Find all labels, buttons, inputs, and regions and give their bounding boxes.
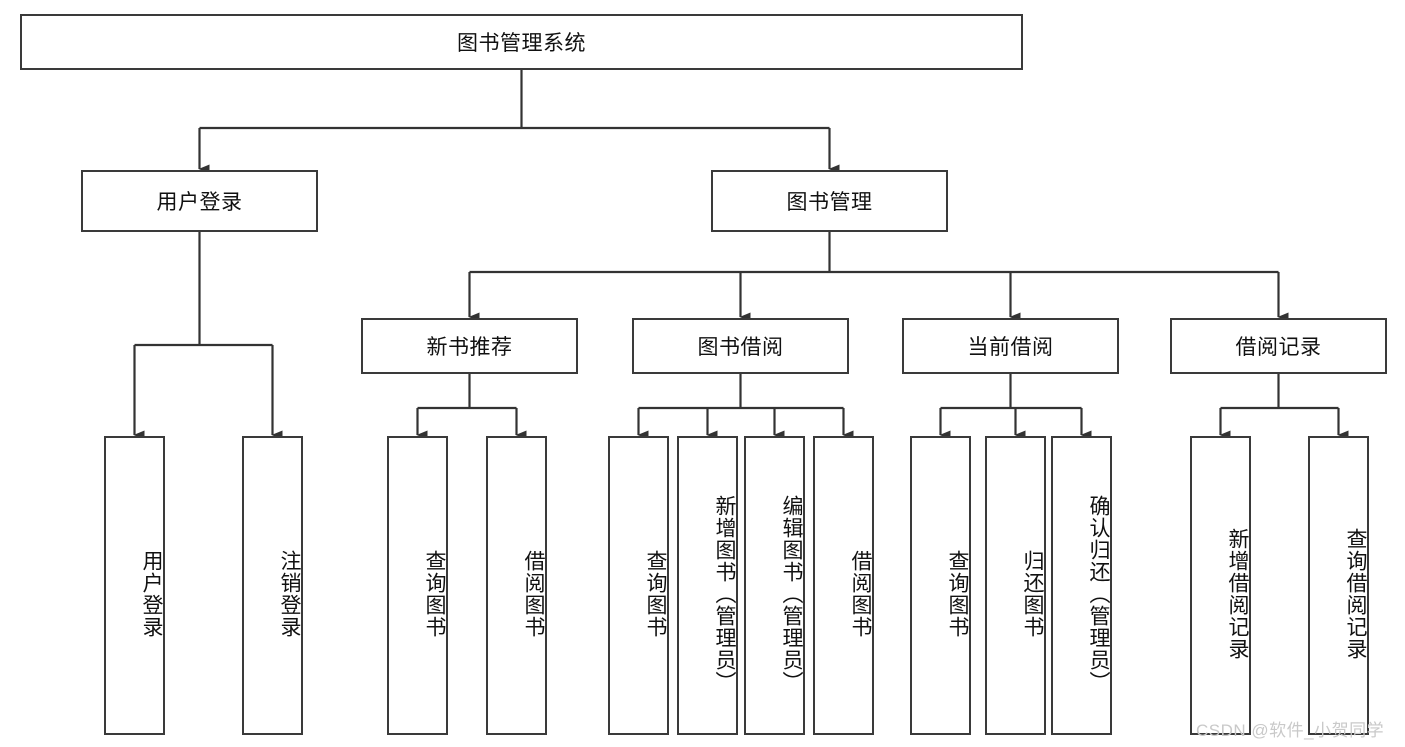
node-label: 当前借阅 (967, 336, 1054, 359)
node-leaf-confirm-return[interactable]: 确认归还（管理员） (1051, 436, 1112, 735)
node-root[interactable]: 图书管理系统 (20, 14, 1023, 70)
node-current-borrow[interactable]: 当前借阅 (902, 318, 1119, 374)
node-new-book-rec[interactable]: 新书推荐 (361, 318, 578, 374)
node-leaf-edit-book[interactable]: 编辑图书（管理员） (744, 436, 805, 735)
node-leaf-add-record[interactable]: 新增借阅记录 (1190, 436, 1251, 735)
node-label: 查询图书 (644, 549, 667, 638)
node-label: 新增借阅记录 (1226, 527, 1249, 660)
node-book-borrow[interactable]: 图书借阅 (632, 318, 849, 374)
node-leaf-query-book-2[interactable]: 查询图书 (608, 436, 669, 735)
node-label: 新增图书（管理员） (713, 494, 736, 693)
node-label: 图书借阅 (697, 336, 784, 359)
node-leaf-query-record[interactable]: 查询借阅记录 (1308, 436, 1369, 735)
node-leaf-add-book[interactable]: 新增图书（管理员） (677, 436, 738, 735)
node-leaf-user-login[interactable]: 用户登录 (104, 436, 165, 735)
node-label: 新书推荐 (426, 336, 513, 359)
node-label: 用户登录 (156, 191, 243, 214)
node-label: 注销登录 (278, 549, 301, 638)
node-label: 编辑图书（管理员） (780, 494, 803, 693)
node-leaf-query-book-1[interactable]: 查询图书 (387, 436, 448, 735)
node-label: 图书管理 (786, 191, 873, 214)
node-leaf-return-book[interactable]: 归还图书 (985, 436, 1046, 735)
node-borrow-record[interactable]: 借阅记录 (1170, 318, 1387, 374)
edges (133, 70, 1349, 440)
node-book-manage[interactable]: 图书管理 (711, 170, 948, 232)
node-user-login[interactable]: 用户登录 (81, 170, 318, 232)
node-label: 借阅记录 (1235, 336, 1322, 359)
node-label: 查询图书 (423, 549, 446, 638)
node-leaf-query-book-3[interactable]: 查询图书 (910, 436, 971, 735)
node-label: 确认归还（管理员） (1087, 494, 1110, 693)
node-label: 用户登录 (140, 549, 163, 638)
node-label: 查询图书 (946, 549, 969, 638)
node-label: 归还图书 (1021, 549, 1044, 638)
node-label: 查询借阅记录 (1344, 527, 1367, 660)
node-leaf-logout[interactable]: 注销登录 (242, 436, 303, 735)
node-label: 图书管理系统 (457, 32, 586, 55)
node-label: 借阅图书 (849, 549, 872, 638)
node-label: 借阅图书 (522, 549, 545, 638)
node-leaf-borrow-book-1[interactable]: 借阅图书 (486, 436, 547, 735)
node-leaf-borrow-book-2[interactable]: 借阅图书 (813, 436, 874, 735)
